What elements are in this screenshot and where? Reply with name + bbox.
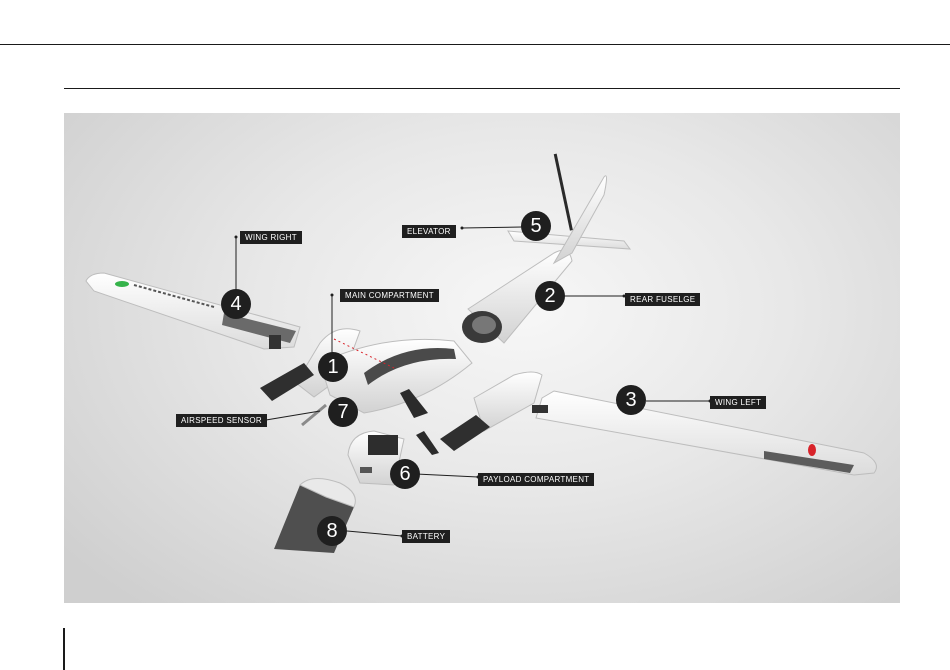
drone-exploded-view-figure: 1 MAIN COMPARTMENT 2 REAR FUSELGE 3 WING… (64, 113, 900, 603)
section-rule (64, 88, 900, 89)
callout-label-elevator: ELEVATOR (402, 225, 456, 238)
callout-number-1: 1 (318, 352, 348, 382)
callout-number-6: 6 (390, 459, 420, 489)
callout-number-3: 3 (616, 385, 646, 415)
elevator-shape (508, 154, 630, 263)
callout-label-payload-compartment: PAYLOAD COMPARTMENT (478, 473, 594, 486)
callout-number-4: 4 (221, 289, 251, 319)
page-margin-bar (63, 628, 65, 670)
wingtip-red-light-icon (808, 444, 816, 456)
airspeed-sensor-shape (302, 405, 326, 425)
wing-right-shape (86, 273, 300, 349)
wing-left-shape (532, 391, 876, 475)
header-rule (0, 44, 950, 45)
callout-number-8: 8 (317, 516, 347, 546)
main-compartment-shape (260, 329, 542, 455)
callout-label-battery: BATTERY (402, 530, 450, 543)
callout-label-wing-left: WING LEFT (710, 396, 766, 409)
callout-label-wing-right: WING RIGHT (240, 231, 302, 244)
callout-number-2: 2 (535, 281, 565, 311)
callout-number-7: 7 (328, 397, 358, 427)
wingtip-green-light-icon (115, 281, 129, 287)
battery-shape (274, 478, 355, 553)
drone-illustration (64, 113, 900, 603)
callout-number-5: 5 (521, 211, 551, 241)
callout-label-rear-fuselage: REAR FUSELGE (625, 293, 700, 306)
callout-label-main-compartment: MAIN COMPARTMENT (340, 289, 439, 302)
callout-label-airspeed-sensor: AIRSPEED SENSOR (176, 414, 267, 427)
